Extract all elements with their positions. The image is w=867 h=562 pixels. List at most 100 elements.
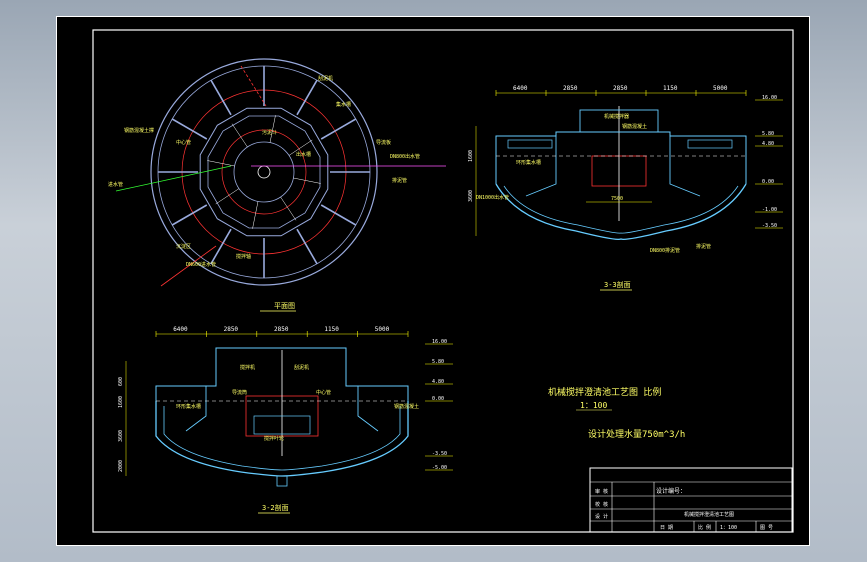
s33-side-dim: 1600	[468, 150, 474, 162]
plan-callout-label: 进水管	[108, 181, 123, 188]
plan-rib	[320, 118, 357, 140]
plan-callout-label: 中心管	[176, 139, 191, 146]
title-block: 设计编号： 审 核 校 核 设 计 机械搅拌澄清池工艺图 日 期 比 例 1：1…	[589, 467, 793, 533]
s33-inner-dim: 7500	[611, 196, 623, 202]
plan-reaction-zone	[199, 107, 329, 237]
tb-sheet-label: 图 号	[760, 525, 773, 531]
s22-elevation: 16.00	[432, 339, 447, 345]
s22-sludge-hopper	[276, 475, 288, 487]
tb-row-1: 审 核	[595, 488, 608, 495]
plan-callout-label: 导流板	[376, 139, 391, 146]
s22-elevation: -5.00	[432, 465, 447, 471]
s33-dim-label: 6400	[513, 85, 528, 92]
s33-callout: DN1000出水管	[476, 194, 509, 201]
s33-bridge	[579, 109, 659, 133]
plan-pipe-drain	[160, 245, 217, 287]
s33-bottom-bowl	[495, 183, 747, 240]
s22-callout: 搅拌机	[240, 364, 255, 371]
s22-dim-label: 6400	[173, 326, 188, 333]
s22-callout: 搅拌叶轮	[264, 435, 284, 442]
s22-callout: 环形集水槽	[176, 403, 201, 410]
tb-date-label: 日 期	[660, 525, 673, 531]
plan-rib	[210, 228, 232, 265]
plan-callout-label: 搅拌轴	[236, 253, 251, 260]
s22-top-outline	[155, 347, 409, 401]
s22-dim-label: 5000	[375, 326, 390, 333]
plan-spoke	[288, 139, 313, 156]
plan-rib	[296, 79, 318, 116]
plan-callout-label: 排泥管	[392, 177, 407, 184]
s22-callout: 刮泥机	[294, 364, 309, 371]
s33-bottom-bowl-inner	[503, 185, 739, 234]
plan-launder-ring	[181, 89, 347, 255]
s33-dim-ticks: 6400 2850 2850 1150 5000	[495, 85, 747, 96]
plan-spoke	[293, 177, 321, 184]
plan-pipe-sludge	[240, 65, 267, 107]
s33-elevations: 16.005.804.800.00-1.00-3.50	[755, 95, 783, 229]
s22-elevation: 4.80	[432, 379, 444, 385]
s22-callout: 导流筒	[232, 389, 247, 396]
plan-reaction-zone-inner	[207, 115, 321, 229]
s33-launder-left	[507, 139, 553, 149]
s22-elevation: 0.00	[432, 396, 444, 402]
plan-spoke	[207, 160, 235, 167]
s22-side-dim: 2000	[118, 460, 124, 472]
s33-dim-label: 2850	[613, 85, 628, 92]
plan-center-ring	[221, 129, 307, 215]
s33-elevation: 0.00	[762, 179, 774, 185]
plan-spoke	[215, 188, 240, 205]
s22-callouts: 搅拌机刮泥机环形集水槽钢筋混凝土搅拌叶轮导流筒中心管	[176, 364, 419, 442]
plan-callout-label: 刮泥机	[318, 75, 333, 82]
s33-inner-walls	[525, 136, 701, 197]
tb-design-no: 设计编号：	[656, 487, 686, 495]
plan-view: 平面图 钢筋混凝土撑集水槽刮泥机中心管出水槽导流板排泥管进水管沉淀区DN800出…	[108, 58, 446, 312]
s22-elevation: 5.80	[432, 359, 444, 365]
s33-dim-label: 5000	[713, 85, 728, 92]
title-block-frame	[589, 467, 793, 533]
plan-caption: 平面图	[274, 302, 295, 310]
s22-dim-label: 2850	[224, 326, 239, 333]
s33-elevation: 16.00	[762, 95, 777, 101]
plan-rib	[171, 204, 208, 226]
plan-shaft	[257, 165, 271, 179]
plan-rib	[296, 228, 318, 265]
s33-elevation: -1.00	[762, 207, 777, 213]
s22-impeller	[253, 415, 311, 435]
s33-callout: 钢筋混凝土	[622, 123, 647, 130]
s22-elevations: 16.00 5.80 4.80 0.00 -3.50 -5.00	[425, 339, 453, 471]
s33-caption: 3-3剖面	[604, 280, 631, 289]
inner-frame	[92, 29, 794, 533]
tb-scale-value: 1：100	[720, 525, 737, 531]
s22-side-dim: 3600	[118, 430, 124, 442]
drawing-svg: 平面图 钢筋混凝土撑集水槽刮泥机中心管出水槽导流板排泥管进水管沉淀区DN800出…	[56, 16, 810, 546]
tb-drawing-name: 机械搅拌澄清池工艺图	[684, 511, 734, 518]
s33-elevation: 4.80	[762, 141, 774, 147]
outer-frame	[56, 16, 810, 546]
s22-dim-label: 2850	[274, 326, 289, 333]
s22-elevation: -3.50	[432, 451, 447, 457]
s33-callouts: 机械搅拌器钢筋混凝土环形集水槽DN1000出水管DN800排泥管排泥管16003…	[468, 113, 711, 254]
drawing-title-note: 机械搅拌澄清池工艺图 比例	[548, 386, 661, 398]
s33-elevation: 5.80	[762, 131, 774, 137]
s33-callout: DN800排泥管	[650, 247, 680, 254]
s22-dim-label: 1150	[324, 326, 339, 333]
plan-callout-label: DN800出水管	[390, 153, 420, 160]
plan-callout-label: DN600进水管	[186, 261, 216, 268]
plan-pipe-inlet	[115, 165, 232, 192]
s33-dim-label: 1150	[663, 85, 678, 92]
s33-callout: 机械搅拌器	[604, 113, 629, 120]
s33-dim-label: 2850	[563, 85, 578, 92]
plan-callout-label: 沉淀区	[176, 243, 191, 250]
plan-outer-wall	[150, 58, 378, 286]
plan-callout-label: 污泥斗	[262, 129, 277, 136]
s22-side-dim: 600	[118, 377, 124, 386]
plan-spoke	[280, 196, 297, 221]
tb-row-3: 设 计	[595, 513, 608, 520]
plan-spoke	[231, 123, 248, 148]
plan-rib	[320, 204, 357, 226]
s22-caption: 3-2剖面	[262, 503, 289, 512]
plan-callout-label: 集水槽	[336, 101, 351, 108]
plan-spoke	[252, 201, 259, 229]
